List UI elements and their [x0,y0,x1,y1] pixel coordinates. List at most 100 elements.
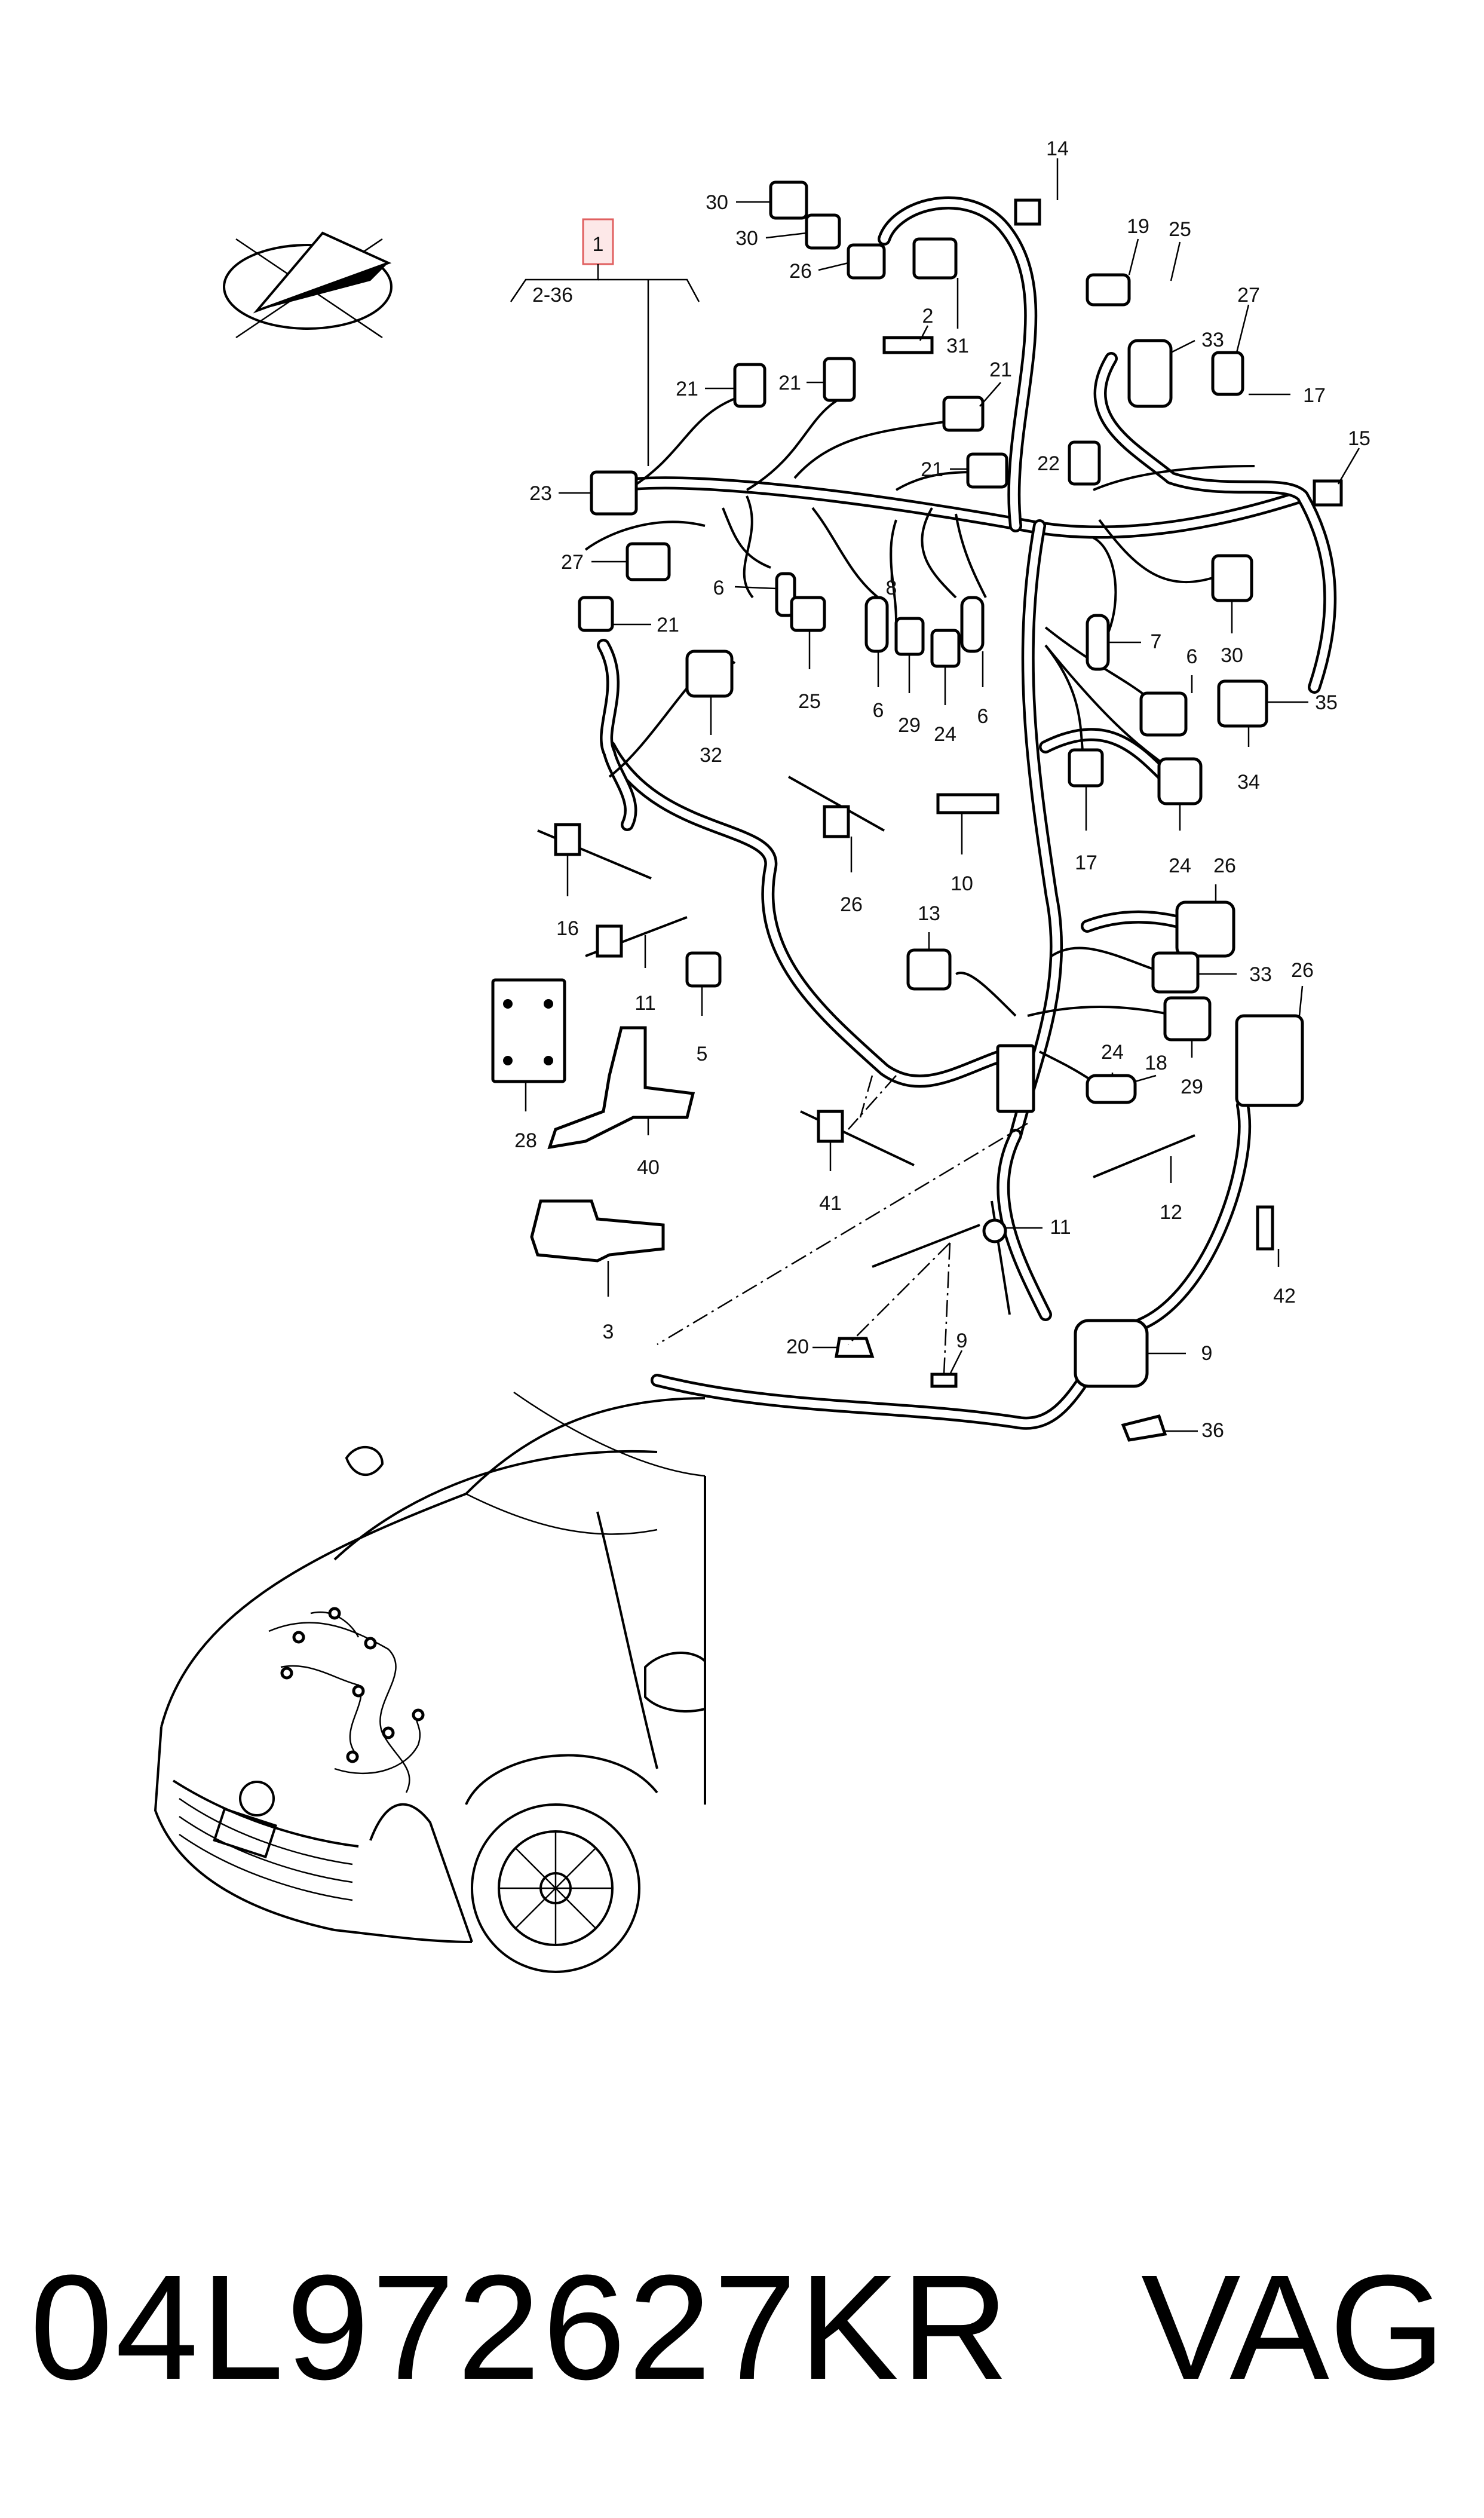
connector-21-b [823,357,856,402]
bracket-20 [1256,1205,1274,1251]
callout-30-a: 30 [706,191,728,214]
clip-2 [882,336,934,354]
rear-mirror [345,1446,384,1477]
connector-28 [1163,996,1212,1041]
callout-labels: 30 30 26 31 14 19 25 27 33 17 15 2 21 21… [514,137,1370,1442]
clip-16 [936,793,999,814]
connector-35 [1211,554,1253,602]
connector-27-left [626,542,671,581]
connector-18 [1086,1074,1137,1104]
clip-9-a [835,1337,875,1358]
callout-40: 28 [514,1129,537,1152]
connector-7 [1086,614,1110,671]
connector-trunk-block [996,1044,1035,1113]
connector-27-right [1211,351,1244,396]
callout-33-lower: 26 [1213,854,1236,877]
callout-30-b: 30 [735,227,758,250]
connector-34 [1157,757,1203,805]
clip-4 [1121,1414,1167,1442]
callout-4: 36 [1201,1419,1224,1442]
fasteners [491,198,1343,1442]
connector-22 [1068,440,1101,486]
connector-33-lower [1175,900,1235,958]
cable-tie-13-head [596,924,623,958]
connector-26-top [847,243,886,280]
guide-lines [657,1075,1028,1375]
callout-20: 42 [1273,1285,1296,1307]
connector-6-b [864,596,889,653]
connector-21-d [966,452,1008,489]
clip-9-b [930,1373,958,1388]
bracket-41 [547,1026,695,1150]
callout-21-left: 21 [657,614,679,636]
callout-22: 22 [1037,452,1060,475]
callout-27-top: 27 [1237,284,1260,307]
callout-24-left: 5 [697,1043,708,1065]
engine-harness-thumbnail [268,1607,425,1793]
connector-26-lower [1151,951,1200,994]
callout-17-top: 17 [1303,384,1326,407]
front-wheel [471,1803,640,1973]
callout-10: 26 [840,893,863,916]
callout-24-mid: 24 [934,723,956,746]
callout-26-lower: 33 [1249,963,1272,986]
connector-24-mid [930,629,961,668]
cable-tie-11-lower-head [817,1110,844,1143]
connector-24-right [1068,748,1104,788]
harness-trunk [597,196,1337,1430]
callout-32: 32 [700,744,722,767]
callout-26-a: 26 [789,260,812,283]
cable-tie-10 [788,776,885,832]
brand-label: VAG [1141,2244,1446,2410]
callout-16: 10 [951,872,973,895]
callout-9-a: 20 [786,1335,809,1358]
callout-7: 7 [1151,630,1162,653]
callout-5: 26 [1291,959,1314,982]
callout-11-upper: 16 [556,917,579,940]
connector-21-c [942,396,985,432]
callout-35: 30 [1221,644,1243,667]
callout-42: 3 [603,1321,614,1343]
connector-33-top [1127,339,1173,408]
callout-6-b: 6 [873,699,884,722]
callout-36: 9 [1201,1342,1213,1365]
callout-13: 11 [634,992,655,1015]
cable-tie-3 [1093,1134,1195,1178]
callout-33-top: 33 [1201,329,1224,351]
callout-6-c: 6 [977,705,989,728]
connectors [578,180,1304,1388]
clip-14 [1014,198,1041,226]
callout-25-top: 25 [1169,218,1191,241]
vehicle-badge-icon [239,1781,275,1816]
callout-24-right: 17 [1075,851,1097,874]
clip-15 [1313,479,1343,507]
connector-30-right [1139,691,1188,737]
cable-tie-12-grommet [982,1218,1007,1243]
callout-23: 23 [529,482,552,505]
callout-30-right: 6 [1186,645,1198,668]
callout-15: 15 [1348,427,1370,450]
main-callout: 1 2-36 [510,218,700,466]
bracket-42 [530,1199,665,1263]
connector-19 [1086,273,1131,307]
callout-21-a: 21 [676,378,698,400]
callout-18: 24 [1101,1041,1124,1064]
callout-29-mid: 29 [898,714,921,737]
callout-28: 29 [1181,1076,1203,1098]
connector-36 [1074,1319,1149,1388]
callout-26-mid: 13 [918,902,940,925]
callout-21-b: 21 [778,372,801,394]
cable-tie-11-upper-head [554,823,581,856]
plate-40 [491,978,566,1083]
connector-25-mid [790,596,826,632]
callout-34: 24 [1169,854,1191,877]
callout-6-a: 6 [713,577,725,599]
wiring-harness-diagram: 1 2-36 [154,137,1370,1973]
callout-2: 2 [922,305,934,327]
connector-30-a [769,180,808,220]
callout-3: 12 [1160,1201,1182,1224]
callout-21-c: 21 [989,359,1012,381]
main-callout-reference: 2-36 [532,284,573,307]
callout-14: 14 [1046,137,1069,160]
part-number: 04L972627KR [30,2244,1011,2410]
